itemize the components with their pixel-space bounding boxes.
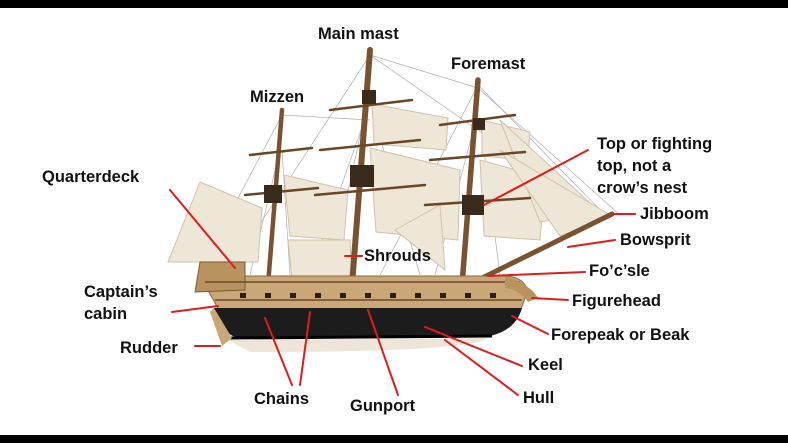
label-captains-line2: cabin bbox=[84, 305, 128, 323]
pointer-chains-2 bbox=[299, 311, 311, 386]
diagram-canvas: Main mast Foremast Mizzen Top or fightin… bbox=[0, 8, 788, 435]
pointer-keel bbox=[424, 326, 523, 367]
hull-group bbox=[194, 261, 538, 352]
rudder-shape bbox=[210, 308, 232, 346]
reflection bbox=[228, 338, 488, 352]
mizzen-spanker-sail bbox=[167, 181, 263, 263]
pointer-forepeak bbox=[511, 315, 549, 335]
label-rudder: Rudder bbox=[120, 339, 178, 357]
main-course-sail bbox=[287, 239, 353, 281]
fore-mast-pole bbox=[459, 77, 481, 288]
staysail bbox=[394, 204, 446, 272]
label-chains: Chains bbox=[254, 390, 310, 408]
pointer-figurehead bbox=[531, 297, 569, 301]
label-figurehead: Figurehead bbox=[572, 292, 661, 310]
pointer-gunport bbox=[367, 309, 399, 396]
label-jibboom: Jibboom bbox=[640, 205, 709, 223]
label-captains-line1: Captain’s bbox=[84, 283, 158, 301]
label-hull: Hull bbox=[523, 389, 555, 407]
pointer-fosle bbox=[487, 271, 586, 277]
pointer-chains-1 bbox=[264, 317, 293, 386]
label-top-line3: crow’s nest bbox=[597, 179, 688, 197]
fighting-tops bbox=[264, 90, 485, 215]
pointer-lines bbox=[169, 149, 636, 396]
bowsprit-pole bbox=[475, 211, 615, 283]
label-fosle: Fo’c’sle bbox=[589, 262, 650, 280]
label-keel: Keel bbox=[528, 356, 563, 374]
label-gunport: Gunport bbox=[350, 397, 416, 415]
stern-castle bbox=[194, 261, 246, 293]
label-forepeak: Forepeak or Beak bbox=[551, 326, 690, 344]
pointer-top bbox=[483, 149, 589, 206]
pointer-quarterdeck bbox=[169, 189, 236, 269]
hull-lower bbox=[214, 308, 522, 338]
label-top-line1: Top or fighting bbox=[597, 135, 713, 153]
pointer-bowsprit bbox=[567, 239, 616, 248]
bow-head bbox=[505, 276, 538, 302]
label-top-line2: top, not a bbox=[597, 157, 672, 175]
label-shrouds: Shrouds bbox=[364, 247, 431, 265]
main-topgallant bbox=[371, 103, 449, 151]
pointer-hull bbox=[444, 339, 519, 396]
ship-illustration bbox=[167, 47, 636, 396]
label-bowsprit: Bowsprit bbox=[620, 231, 691, 249]
pointer-captains bbox=[171, 305, 219, 313]
label-quarterdeck: Quarterdeck bbox=[42, 168, 140, 186]
label-main-mast: Main mast bbox=[318, 25, 399, 43]
label-mizzen: Mizzen bbox=[250, 88, 305, 106]
mizzen-topsail bbox=[283, 174, 349, 241]
label-foremast: Foremast bbox=[451, 55, 526, 73]
gunports bbox=[240, 293, 496, 298]
